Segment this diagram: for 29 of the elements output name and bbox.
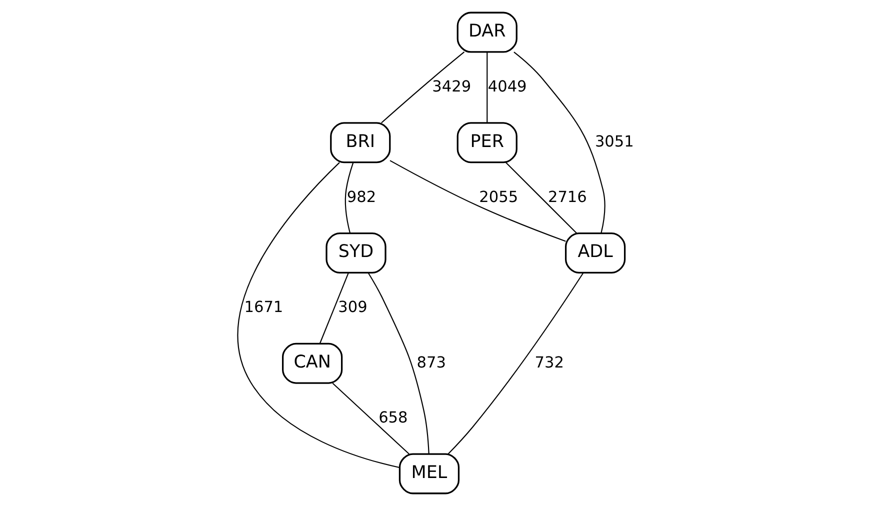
node-box: BRI bbox=[330, 122, 390, 164]
edge-label: 732 bbox=[534, 353, 564, 372]
edge-label: 3429 bbox=[432, 78, 471, 96]
edge-label: 309 bbox=[338, 298, 367, 316]
connector bbox=[447, 272, 584, 454]
node-box: PER bbox=[456, 122, 517, 164]
node-box: CAN bbox=[282, 342, 342, 384]
connector bbox=[486, 52, 488, 123]
connector bbox=[318, 272, 348, 344]
node-box: DAR bbox=[456, 12, 517, 53]
edge-label: 982 bbox=[346, 188, 376, 206]
connector bbox=[505, 162, 577, 234]
connector bbox=[367, 272, 429, 454]
connector bbox=[237, 162, 400, 468]
edge-label: 2716 bbox=[547, 188, 586, 206]
edge-label: 4049 bbox=[487, 78, 526, 96]
edge-label: 1671 bbox=[244, 298, 283, 316]
node-box: ADL bbox=[564, 232, 626, 274]
connector bbox=[344, 162, 354, 234]
edge-label: 3051 bbox=[594, 132, 634, 151]
connector bbox=[513, 52, 605, 234]
connector bbox=[332, 382, 409, 454]
edge-label: 658 bbox=[378, 408, 408, 427]
node-box: SYD bbox=[325, 232, 386, 274]
edge-label: 2055 bbox=[478, 188, 518, 206]
connector bbox=[380, 52, 464, 124]
edge-label: 873 bbox=[416, 353, 446, 372]
connector bbox=[389, 160, 566, 242]
node-box: MEL bbox=[398, 453, 460, 494]
